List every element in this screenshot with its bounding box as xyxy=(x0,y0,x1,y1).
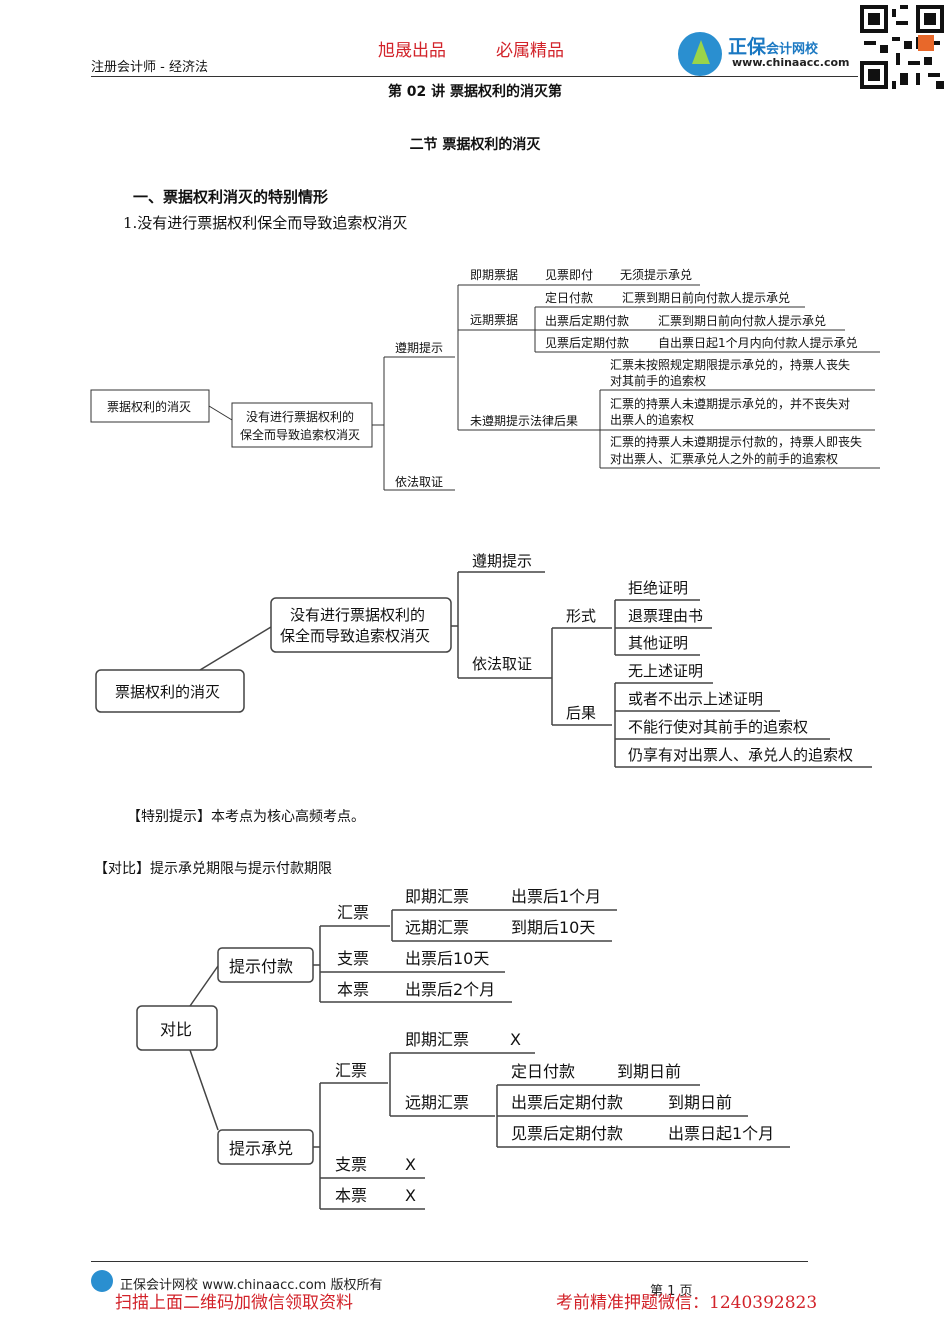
d1-far2-a: 出票后定期付款 xyxy=(545,313,629,328)
d1-imm-b: 无须提示承兑 xyxy=(620,267,692,282)
d2-b2: 依法取证 xyxy=(472,655,532,673)
d1-cons2-l1: 汇票的持票人未遵期提示承兑的，并不丧失对 xyxy=(610,396,850,411)
chinaacc-logo[interactable]: 正保会计网校 www.chinaacc.com xyxy=(678,30,858,78)
footer-logo-icon xyxy=(91,1270,113,1292)
slogan-1: 旭晟出品 xyxy=(378,41,446,61)
d3-far2-a: 出票后定期付款 xyxy=(511,1093,623,1112)
logo-sub: 会计网校 xyxy=(766,42,819,57)
d1-cons2-l2: 出票人的追索权 xyxy=(610,412,694,427)
d3-ben-acc: X xyxy=(405,1186,416,1205)
d3-imm-acc: X xyxy=(510,1030,521,1049)
d3-benpiao: 本票 xyxy=(337,980,369,999)
heading-1: 一、票据权利消灭的特别情形 xyxy=(133,188,329,206)
d2-form-3: 其他证明 xyxy=(628,634,688,652)
compare-title: 【对比】提示承兑期限与提示付款期限 xyxy=(94,861,332,877)
d1-node-l2: 保全而导致追索权消灭 xyxy=(240,427,360,442)
d3-ben-pay: 出票后2个月 xyxy=(405,980,495,999)
d1-b1: 遵期提示 xyxy=(395,340,443,355)
d2-node-l1: 没有进行票据权利的 xyxy=(290,606,425,624)
d2-root: 票据权利的消灭 xyxy=(115,683,220,701)
d1-far2-b: 汇票到期日前向付款人提示承兑 xyxy=(658,313,826,328)
d3-far2-b: 到期日前 xyxy=(668,1093,732,1112)
d2-result-1: 无上述证明 xyxy=(628,662,703,680)
d3-zhi-acc: X xyxy=(405,1155,416,1174)
d1-far1-b: 汇票到期日前向付款人提示承兑 xyxy=(622,290,790,305)
d3-zhi-pay: 出票后10天 xyxy=(405,949,489,968)
d3-imm-pay: 出票后1个月 xyxy=(511,887,601,906)
d3-acc-huipiao: 汇票 xyxy=(335,1061,367,1080)
d1-imm: 即期票据 xyxy=(470,268,518,282)
d2-result-4: 仍享有对出票人、承兑人的追索权 xyxy=(628,746,853,764)
d1-cons3-l1: 汇票的持票人未遵期提示付款的，持票人即丧失 xyxy=(610,434,862,449)
header-subject: 注册会计师 - 经济法 xyxy=(91,60,208,75)
d1-cons: 未遵期提示法律后果 xyxy=(470,413,578,428)
d2-result-3: 不能行使对其前手的追索权 xyxy=(628,718,808,736)
logo-mark-icon xyxy=(678,32,722,76)
d2-root-box xyxy=(95,669,245,713)
d1-far3-b: 自出票日起1个月内向付款人提示承兑 xyxy=(658,335,858,350)
d3-far3-b: 出票日起1个月 xyxy=(668,1124,774,1143)
d2-b1: 遵期提示 xyxy=(472,552,532,570)
header-rule xyxy=(91,76,858,77)
lecture-title: 第 02 讲 票据权利的消灭第 xyxy=(387,84,563,100)
logo-url: www.chinaacc.com xyxy=(732,56,850,69)
ad-right: 考前精准押题微信：1240392823 xyxy=(556,1293,818,1313)
d1-far3-a: 见票后定期付款 xyxy=(545,335,629,350)
qr-code-icon xyxy=(860,5,944,89)
d3-accept: 提示承兑 xyxy=(229,1139,293,1158)
d1-b2: 依法取证 xyxy=(395,474,443,489)
d2-node-box xyxy=(270,597,452,653)
d2-form-2: 退票理由书 xyxy=(628,607,703,625)
d3-zhipiao: 支票 xyxy=(337,949,369,968)
d3-far3-a: 见票后定期付款 xyxy=(511,1124,623,1143)
d1-cons1-l1: 汇票未按照规定期限提示承兑的，持票人丧失 xyxy=(610,357,850,372)
footer-page: 第 1 页 xyxy=(650,1284,693,1299)
d3-pay: 提示付款 xyxy=(229,957,293,976)
footer-rule xyxy=(91,1261,808,1262)
d2-form-1: 拒绝证明 xyxy=(628,579,688,597)
d3-huipiao: 汇票 xyxy=(337,903,369,922)
d1-cons3-l2: 对出票人、汇票承兑人之外的前手的追索权 xyxy=(610,451,838,466)
slogan-2: 必属精品 xyxy=(496,41,564,61)
d1-root: 票据权利的消灭 xyxy=(107,399,191,414)
d3-acc-far: 远期汇票 xyxy=(405,1093,469,1112)
d3-acc-imm: 即期汇票 xyxy=(405,1030,469,1049)
d2-result-2: 或者不出示上述证明 xyxy=(628,690,763,708)
d3-acc-benpiao: 本票 xyxy=(335,1186,367,1205)
d3-far-pay: 到期后10天 xyxy=(511,918,595,937)
d1-imm-a: 见票即付 xyxy=(545,268,593,282)
footer-copyright: 正保会计网校 www.chinaacc.com 版权所有 xyxy=(120,1278,383,1293)
d3-far1-b: 到期日前 xyxy=(617,1062,681,1081)
d3-far1-a: 定日付款 xyxy=(511,1062,575,1081)
logo-name: 正保 xyxy=(728,36,767,58)
section-title: 二节 票据权利的消灭 xyxy=(409,137,541,153)
d3-far: 远期汇票 xyxy=(405,918,469,937)
d1-far: 远期票据 xyxy=(470,313,518,327)
d2-result: 后果 xyxy=(566,704,596,722)
heading-2: 1.没有进行票据权利保全而导致追索权消灭 xyxy=(123,214,408,232)
d3-root: 对比 xyxy=(160,1020,192,1039)
d1-cons1-l2: 对其前手的追索权 xyxy=(610,373,706,388)
d3-imm: 即期汇票 xyxy=(405,887,469,906)
ad-left: 扫描上面二维码加微信领取资料 xyxy=(115,1293,353,1313)
special-tip: 【特别提示】本考点为核心高频考点。 xyxy=(127,809,365,825)
d3-root-box xyxy=(136,1005,218,1051)
d2-form: 形式 xyxy=(566,607,596,625)
d1-far1-a: 定日付款 xyxy=(545,290,593,305)
d2-node-l2: 保全而导致追索权消灭 xyxy=(280,627,430,645)
d1-node-l1: 没有进行票据权利的 xyxy=(246,409,354,424)
d3-acc-zhipiao: 支票 xyxy=(335,1155,367,1174)
